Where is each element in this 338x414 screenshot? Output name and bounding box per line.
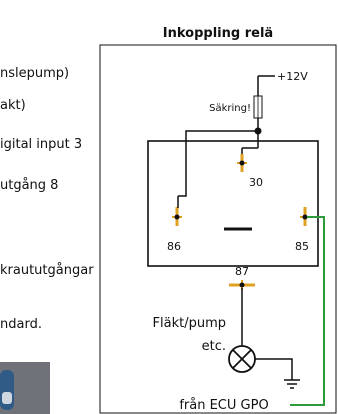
ground-icon [284, 379, 300, 389]
side-text-line-2: akt) [0, 98, 26, 113]
load-label-line-2: etc. [202, 339, 226, 354]
pin-30-terminal [237, 154, 247, 172]
photo-detail [2, 392, 12, 404]
side-text-line-4: utgång 8 [0, 178, 59, 193]
fuse-label: Säkring! [209, 103, 251, 114]
wire-to-86 [178, 130, 258, 197]
side-text-line-1: nslepump) [0, 66, 70, 81]
ground-wire [255, 358, 293, 380]
pin-86-label: 86 [167, 240, 181, 253]
side-text-line-5: kraututgångar [0, 263, 94, 278]
diagram-title: Inkoppling relä [163, 26, 273, 41]
ecu-label: från ECU GPO [179, 398, 268, 413]
pin-85-label: 85 [295, 240, 309, 253]
relay-box [147, 140, 319, 267]
side-text-line-6: ndard. [0, 317, 42, 332]
photo-thumbnail [0, 362, 50, 414]
load-label-line-1: Fläkt/pump [153, 316, 226, 331]
pin-30-label: 30 [249, 176, 263, 189]
pin-86-terminal [172, 207, 182, 226]
pin-87-label: 87 [235, 265, 249, 278]
load-lamp-symbol [228, 345, 256, 373]
diagram-frame [99, 44, 337, 414]
voltage-label: +12V [277, 70, 308, 83]
ecu-wire [290, 216, 325, 406]
side-text-line-3: igital input 3 [0, 137, 83, 152]
